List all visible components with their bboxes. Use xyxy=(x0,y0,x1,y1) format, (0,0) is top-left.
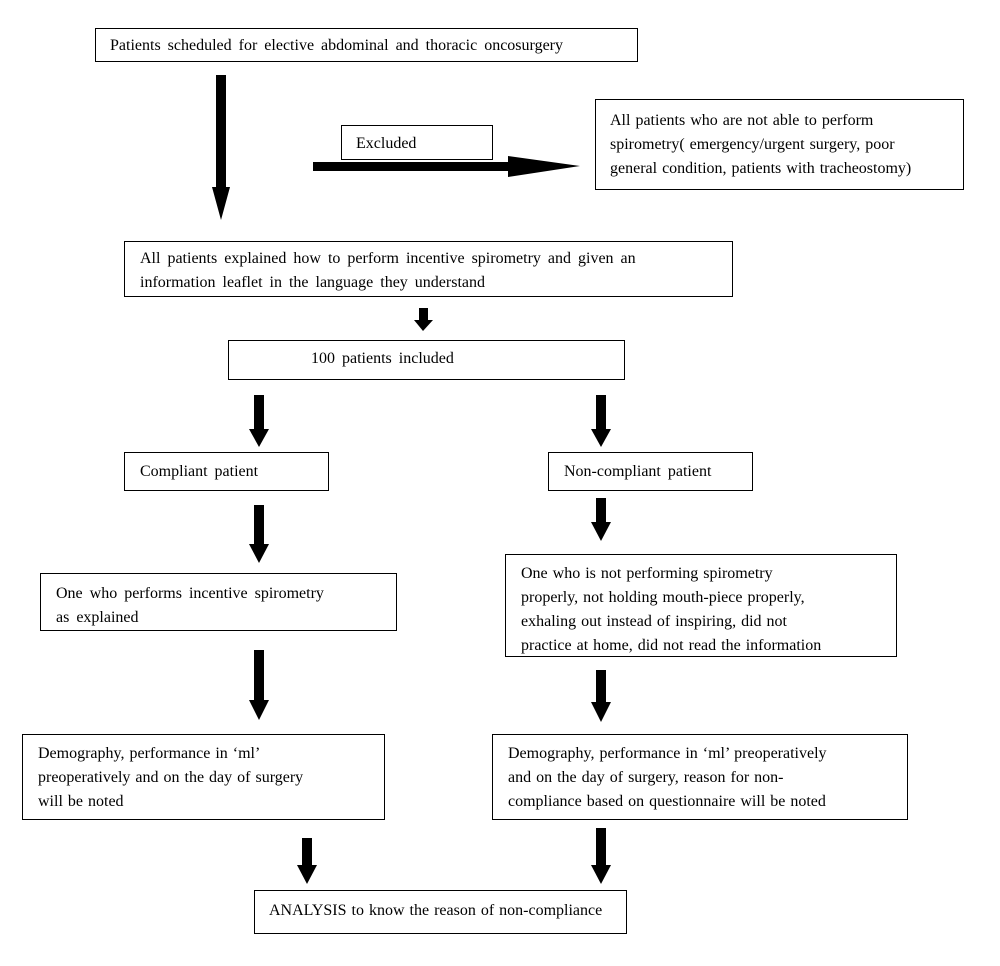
compliant-definition-line-2: as explained xyxy=(56,609,139,626)
compliant-box: Compliant patient xyxy=(124,452,329,491)
excluded-criteria-line-2: spirometry( emergency/urgent surgery, po… xyxy=(610,136,895,153)
compliant-definition-box: One who performs incentive spirometry as… xyxy=(40,573,397,631)
arrow-noncompliant-definition-to-data xyxy=(591,670,611,722)
arrow-compliant-data-to-analysis xyxy=(297,838,317,884)
noncompliant-data-line-2: and on the day of surgery, reason for no… xyxy=(508,769,784,786)
arrow-compliant-definition-to-data xyxy=(249,650,269,720)
arrow-included-to-compliant xyxy=(249,395,269,447)
noncompliant-definition-line-2: properly, not holding mouth-piece proper… xyxy=(521,589,805,606)
arrow-included-to-noncompliant xyxy=(591,395,611,447)
compliant-text: Compliant patient xyxy=(140,463,259,480)
excluded-label-box: Excluded xyxy=(341,125,493,160)
included-box: 100 patients included xyxy=(228,340,625,380)
scheduled-text: Patients scheduled for elective abdomina… xyxy=(110,37,563,54)
noncompliant-data-line-1: Demography, performance in ‘ml’ preopera… xyxy=(508,745,827,762)
explained-box: All patients explained how to perform in… xyxy=(124,241,733,297)
arrow-compliant-to-definition xyxy=(249,505,269,563)
explained-line-1: All patients explained how to perform in… xyxy=(140,250,636,267)
compliant-data-line-1: Demography, performance in ‘ml’ xyxy=(38,745,261,762)
noncompliant-data-box: Demography, performance in ‘ml’ preopera… xyxy=(492,734,908,820)
arrow-to-excluded xyxy=(313,156,580,177)
excluded-criteria-box: All patients who are not able to perform… xyxy=(595,99,964,190)
arrow-noncompliant-to-definition xyxy=(591,498,611,541)
arrow-scheduled-to-explained xyxy=(212,75,230,220)
noncompliant-text: Non-compliant patient xyxy=(564,463,712,480)
noncompliant-box: Non-compliant patient xyxy=(548,452,753,491)
noncompliant-definition-line-1: One who is not performing spirometry xyxy=(521,565,773,582)
excluded-criteria-line-1: All patients who are not able to perform xyxy=(610,112,874,129)
explained-line-2: information leaflet in the language they… xyxy=(140,274,485,291)
excluded-label-text: Excluded xyxy=(356,135,417,152)
scheduled-box: Patients scheduled for elective abdomina… xyxy=(95,28,638,62)
arrow-noncompliant-data-to-analysis xyxy=(591,828,611,884)
excluded-criteria-line-3: general condition, patients with tracheo… xyxy=(610,160,912,177)
noncompliant-definition-box: One who is not performing spirometry pro… xyxy=(505,554,897,657)
noncompliant-definition-line-3: exhaling out instead of inspiring, did n… xyxy=(521,613,787,630)
compliant-data-line-2: preoperatively and on the day of surgery xyxy=(38,769,304,786)
arrow-explained-to-included xyxy=(414,308,433,331)
compliant-definition-line-1: One who performs incentive spirometry xyxy=(56,585,324,602)
compliant-data-line-3: will be noted xyxy=(38,793,124,810)
analysis-box: ANALYSIS to know the reason of non-compl… xyxy=(254,890,627,934)
noncompliant-definition-line-4: practice at home, did not read the infor… xyxy=(521,637,822,654)
noncompliant-data-line-3: compliance based on questionnaire will b… xyxy=(508,793,826,810)
included-text: 100 patients included xyxy=(311,350,454,367)
compliant-data-box: Demography, performance in ‘ml’ preopera… xyxy=(22,734,385,820)
analysis-text: ANALYSIS to know the reason of non-compl… xyxy=(269,902,603,919)
